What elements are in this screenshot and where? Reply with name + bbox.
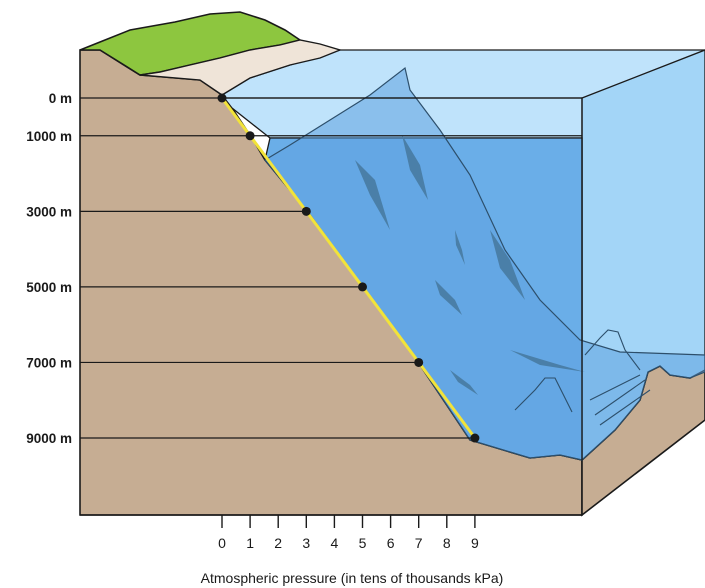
data-points [217,93,480,443]
x-tick-label: 1 [246,535,254,551]
pressure-point [414,357,424,367]
x-tick-label: 4 [331,535,339,551]
x-tick-label: 6 [387,535,395,551]
x-tick-label: 5 [359,535,367,551]
pressure-point [245,131,255,141]
depth-label: 5000 m [26,280,72,295]
x-tick-labels: 0 1 2 3 4 5 6 7 8 9 [218,535,479,551]
depth-label: 3000 m [26,204,72,219]
x-ticks [221,515,476,528]
beach [139,39,343,96]
depth-lines [80,97,582,439]
x-tick-label: 8 [443,535,451,551]
depth-labels: 0 m 1000 m 3000 m 5000 m 7000 m 9000 m [26,91,72,446]
depth-label: 1000 m [26,129,72,144]
pressure-point [470,433,480,443]
depth-label: 7000 m [26,355,72,370]
x-tick-label: 2 [274,535,282,551]
pressure-point [217,93,227,103]
depth-label: 0 m [49,91,72,106]
x-axis-title: Atmospheric pressure (in tens of thousan… [201,570,504,586]
ridge-marks [355,135,585,395]
x-tick-label: 3 [302,535,310,551]
pressure-point [301,206,311,216]
x-tick-label: 0 [218,535,226,551]
seamounts [514,329,651,426]
pressure-point [358,282,367,292]
x-tick-label: 7 [415,535,423,551]
depth-label: 9000 m [26,431,72,446]
x-tick-label: 9 [471,535,479,551]
pressure-line [220,97,477,439]
